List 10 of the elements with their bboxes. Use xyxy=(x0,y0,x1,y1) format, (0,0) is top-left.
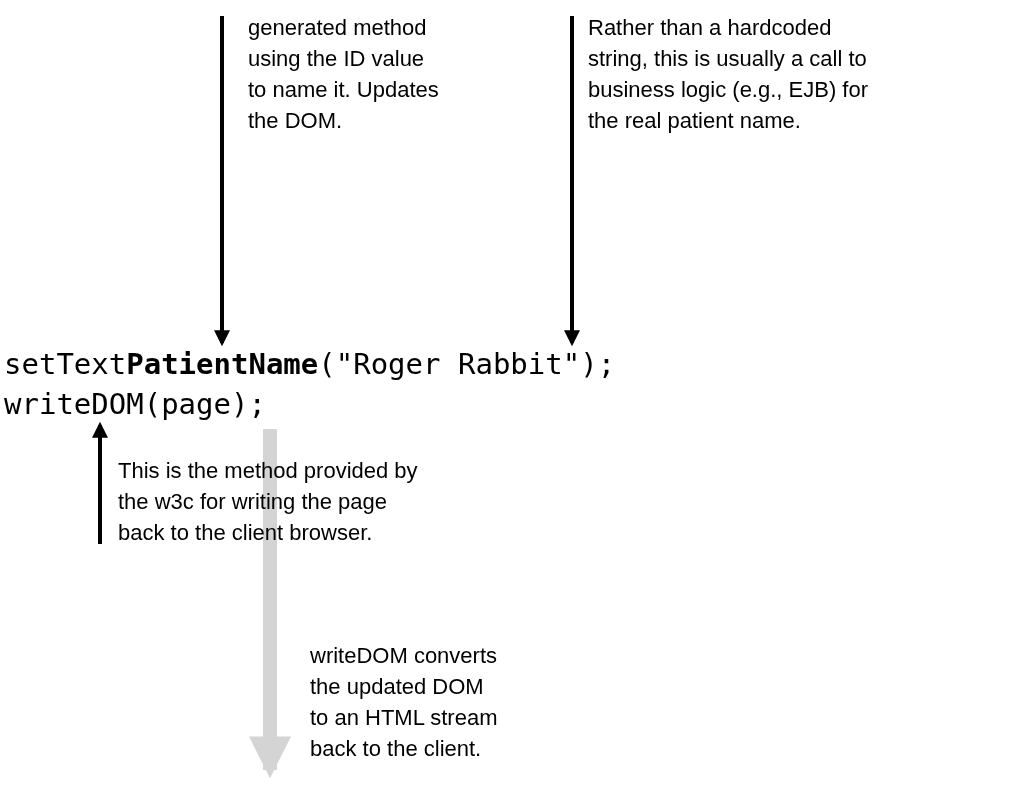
annotation-text: This is the method provided by the w3c for writing the page back to the client browser. xyxy=(118,457,419,547)
code-line: setTextPatientName("Roger Rabbit"); xyxy=(4,346,616,383)
code-line: writeDOM(page); xyxy=(4,386,266,423)
annotation-text: generated method using the ID value to name it. Updates the DOM. xyxy=(248,14,440,135)
arrow xyxy=(249,429,291,779)
annotation-text: writeDOM converts the updated DOM to an HTML stream back to the client. xyxy=(310,642,499,763)
annotation-text: Rather than a hardcoded string, this is usually a call to business logic (e.g., EJB) for the real patient name. xyxy=(588,14,869,135)
arrow xyxy=(564,16,580,347)
arrow xyxy=(92,421,108,544)
arrow xyxy=(214,16,230,347)
